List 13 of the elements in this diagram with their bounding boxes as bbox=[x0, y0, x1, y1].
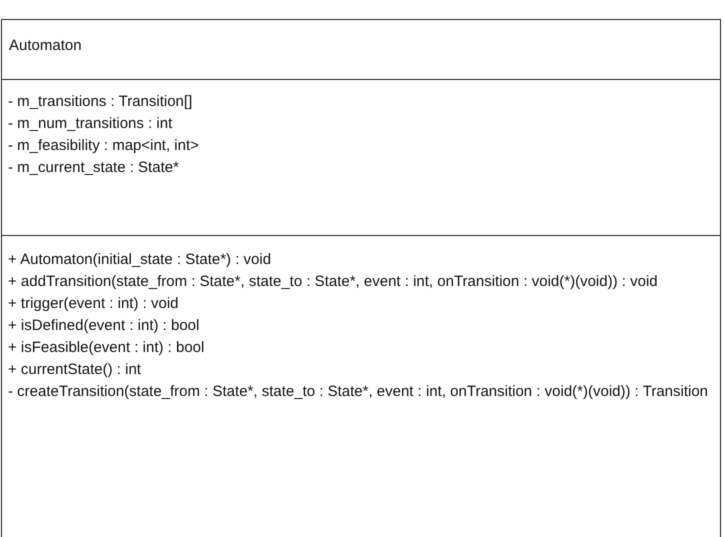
class-name: Automaton bbox=[9, 36, 82, 56]
class-box bbox=[1, 19, 721, 537]
attribute-text: - m_current_state : State* bbox=[8, 158, 180, 178]
method-text: + currentState() : int bbox=[8, 360, 142, 380]
method-text: + Automaton(initial_state : State*) : void bbox=[8, 250, 272, 270]
method-text: + trigger(event : int) : void bbox=[8, 294, 180, 314]
attribute-text: - m_num_transitions : int bbox=[8, 114, 174, 134]
attribute-text: - m_transitions : Transition[] bbox=[8, 92, 194, 112]
method-text: - createTransition(state_from : State*, state_to : State*, event : int, onTransition : void(*)(void)) : Transition bbox=[8, 382, 708, 402]
method-text: + addTransition(state_from : State*, state_to : State*, event : int, onTransition : void(*)(void)) : void bbox=[8, 272, 658, 292]
method-text: + isDefined(event : int) : bool bbox=[8, 316, 200, 336]
method-text: + isFeasible(event : int) : bool bbox=[8, 338, 206, 358]
attribute-text: - m_feasibility : map<int, int> bbox=[8, 136, 200, 156]
